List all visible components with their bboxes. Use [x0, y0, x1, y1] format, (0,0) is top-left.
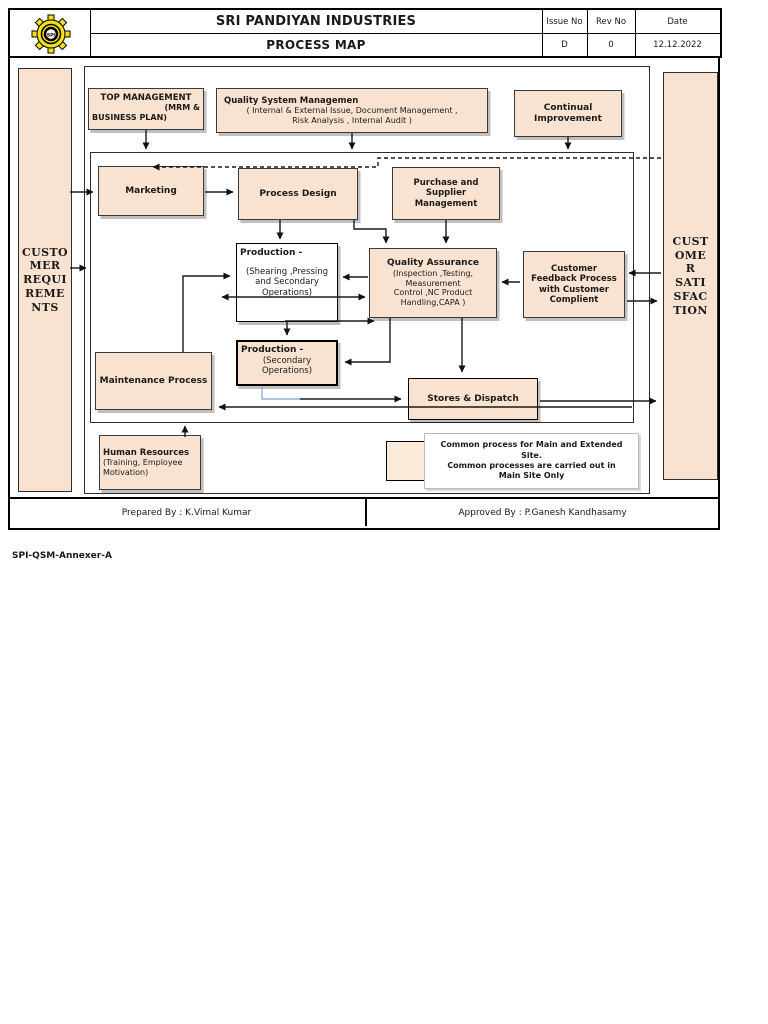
issue-no-value: D — [561, 39, 568, 50]
approved-by: Approved By : P.Ganesh Kandhasamy — [458, 507, 627, 518]
header-row-divider — [90, 33, 720, 34]
prepared-by: Prepared By : K.Vimal Kumar — [121, 507, 252, 518]
node-title: Quality System Managemen — [224, 95, 359, 106]
node-subtitle: (Shearing ,Pressing and Secondary Operat… — [245, 266, 329, 298]
logo-text: SPI — [47, 33, 56, 39]
node-title: Customer Feedback Process with Customer … — [531, 263, 617, 305]
node-title: Continual Improvement — [534, 102, 602, 124]
node-production-secondary: Production - (Secondary Operations) — [236, 340, 338, 386]
legend-text: Common process for Main and Extended Sit… — [424, 433, 639, 489]
node-subtitle: ( Internal & External Issue, Document Ma… — [246, 105, 458, 125]
node-top-management: TOP MANAGEMENT (MRM & BUSINESS PLAN) — [88, 88, 204, 130]
footer-divider-line — [8, 497, 718, 499]
footer-cell-divider — [365, 497, 367, 526]
node-title: Production - — [240, 248, 303, 258]
legend-color-swatch — [386, 441, 426, 481]
customer-satisfaction-bar: CUST OME R SATI SFAC TION — [663, 72, 718, 480]
node-process-design: Process Design — [238, 168, 358, 220]
node-purchase-supplier-management: Purchase and Supplier Management — [392, 167, 500, 220]
node-label: BUSINESS PLAN) — [92, 113, 167, 123]
node-title: Purchase and Supplier Management — [413, 177, 479, 209]
company-logo-gear-icon: SPI — [31, 14, 71, 54]
date-value: 12.12.2022 — [653, 39, 702, 50]
node-subtitle: (Inspection ,Testing, Measurement Contro… — [392, 268, 474, 308]
rev-no-label: Rev No — [595, 16, 627, 27]
node-quality-assurance: Quality Assurance (Inspection ,Testing, … — [369, 248, 497, 318]
node-marketing: Marketing — [98, 166, 204, 216]
node-continual-improvement: Continual Improvement — [514, 90, 622, 137]
node-human-resources: Human Resources (Training, Employee Moti… — [99, 435, 201, 490]
node-stores-dispatch: Stores & Dispatch — [408, 378, 538, 420]
node-label: (MRM & — [164, 103, 201, 113]
company-title: SRI PANDIYAN INDUSTRIES — [215, 14, 417, 29]
node-subtitle: (Secondary Operations) — [261, 355, 313, 377]
document-title: PROCESS MAP — [266, 37, 366, 52]
node-subtitle: (Training, Employee Motivation) — [103, 457, 183, 477]
node-label: TOP MANAGEMENT — [100, 93, 192, 103]
node-quality-system-management: Quality System Managemen ( Internal & Ex… — [216, 88, 488, 133]
node-production-main: Production - (Shearing ,Pressing and Sec… — [236, 243, 338, 322]
date-label: Date — [667, 16, 688, 27]
node-title: Human Resources — [103, 447, 190, 458]
rev-no-value: 0 — [608, 39, 614, 50]
node-maintenance-process: Maintenance Process — [95, 352, 212, 410]
node-title: Stores & Dispatch — [427, 393, 519, 404]
node-title: Process Design — [259, 188, 337, 199]
node-customer-feedback-process: Customer Feedback Process with Customer … — [523, 251, 625, 318]
header-table: SPI SRI PANDIYAN INDUSTRIES PROCESS MAP … — [8, 8, 722, 58]
annexure-reference: SPI-QSM-Annexer-A — [12, 551, 112, 561]
issue-no-label: Issue No — [546, 16, 583, 27]
node-title: Maintenance Process — [99, 375, 208, 386]
node-title: Production - — [241, 345, 304, 355]
node-title: Quality Assurance — [386, 258, 480, 269]
node-title: Marketing — [125, 185, 177, 196]
customer-requirements-bar: CUSTO MER REQUI REME NTS — [18, 68, 72, 492]
